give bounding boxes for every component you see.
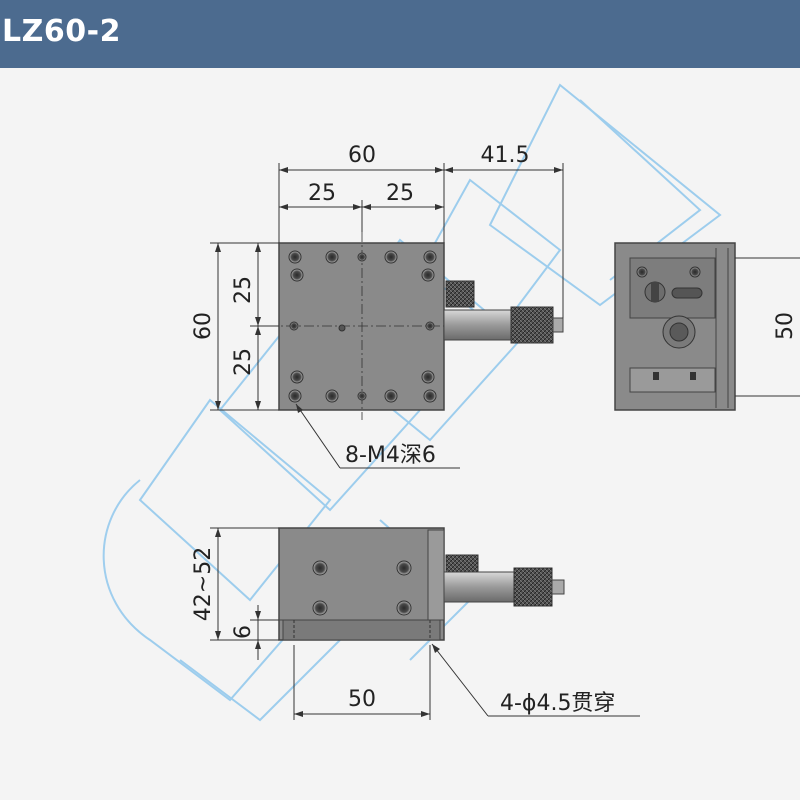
front-view-micrometer xyxy=(443,554,565,607)
front-dimension-arrows xyxy=(215,528,430,717)
dim-top-left-half: 25 xyxy=(308,181,336,206)
dim-top-overall: 60 xyxy=(348,143,376,168)
dimension-arrows xyxy=(215,167,563,410)
dim-left-upper-half: 25 xyxy=(231,276,256,304)
dim-front-width: 50 xyxy=(348,687,376,712)
model-title: LZ60-2 xyxy=(2,14,121,49)
callout-through-holes: 4-ϕ4.5贯穿 xyxy=(431,643,640,717)
dim-top-extension: 41.5 xyxy=(481,143,530,168)
top-view xyxy=(268,232,564,420)
top-view-micrometer xyxy=(443,280,564,344)
dim-top-right-half: 25 xyxy=(386,181,414,206)
front-view xyxy=(278,527,445,641)
callout-through-holes-text: 4-ϕ4.5贯穿 xyxy=(500,691,615,716)
dim-left-height: 60 xyxy=(191,312,216,340)
side-view xyxy=(614,242,736,411)
top-view-holes xyxy=(288,250,437,403)
callout-tapped-holes-text: 8-M4深6 xyxy=(345,443,436,468)
title-bar: LZ60-2 xyxy=(0,0,800,68)
dim-side-height: 50 xyxy=(773,312,798,340)
callout-tapped-holes: 8-M4深6 xyxy=(295,403,460,469)
dim-front-height-range: 42~52 xyxy=(191,547,216,621)
dim-front-base-height: 6 xyxy=(231,625,256,639)
dim-left-lower-half: 25 xyxy=(231,348,256,376)
side-view-dimensions xyxy=(735,257,800,397)
top-view-body xyxy=(278,242,445,411)
